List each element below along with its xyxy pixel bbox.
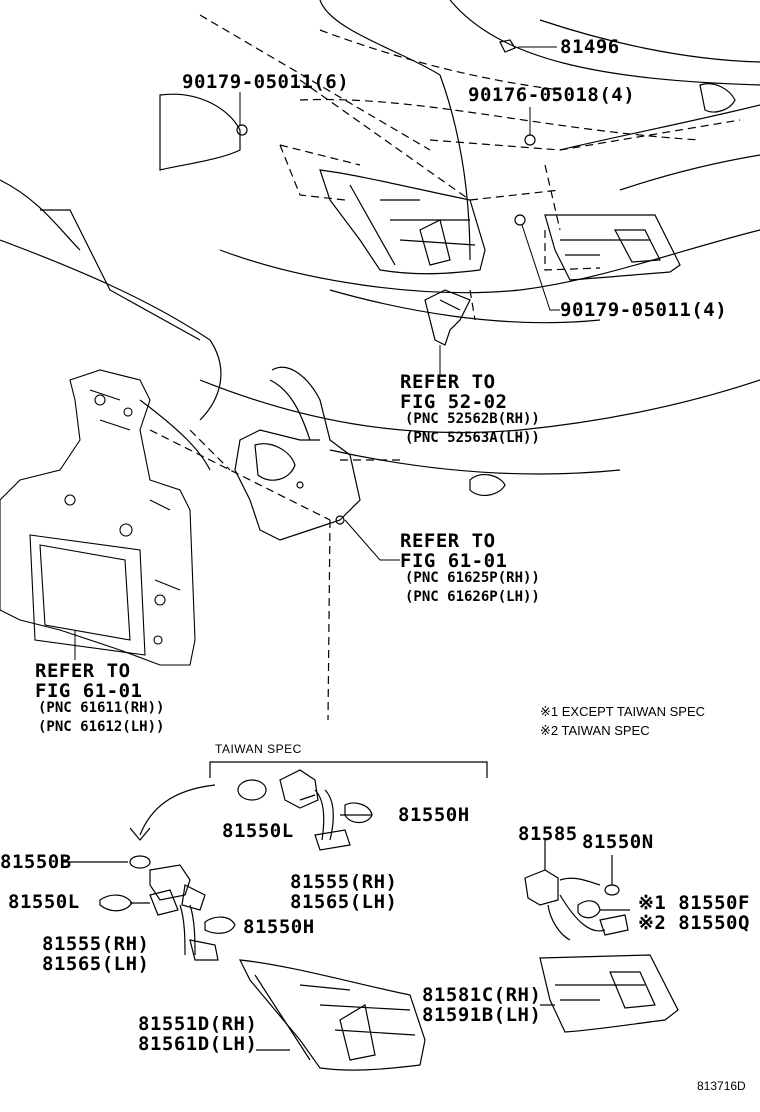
part-81565: 81565(LH) (42, 953, 150, 975)
part-81585: 81585 (518, 823, 578, 845)
refer-6101-left-line3: (PNC 61611(RH)) (38, 700, 165, 716)
car-body-outline (149, 14, 741, 721)
part-81551D: 81551D(RH) (138, 1013, 258, 1035)
refer-5202-line3: (PNC 52562B(RH)) (405, 411, 540, 427)
note-taiwan: ※2 TAIWAN SPEC (540, 723, 650, 738)
refer-6101-right-line2: FIG 61-01 (400, 550, 508, 572)
harness-right (524, 840, 630, 941)
refer-6101-left-line4: (PNC 61612(LH)) (38, 719, 165, 735)
part-81550N: 81550N (582, 831, 654, 853)
harness-left (63, 855, 236, 961)
car-body-solid (0, 0, 760, 497)
part-81555: 81555(RH) (42, 933, 150, 955)
quarter-panel (0, 369, 196, 666)
tail-lamp-mounted (319, 169, 486, 275)
inner-bracket (234, 366, 361, 541)
part-81550F: ※1 81550F (638, 892, 750, 914)
note-except-taiwan: ※1 EXCEPT TAIWAN SPEC (540, 704, 706, 719)
part-81591B: 81591B(LH) (422, 1004, 542, 1026)
refer-6101-right-line1: REFER TO (400, 530, 496, 552)
part-81550B: 81550B (0, 851, 72, 873)
part-81550L-taiwan: 81550L (222, 820, 294, 842)
leader-lines (74, 46, 560, 660)
part-90179-05011-4: 90179-05011(4) (560, 299, 728, 321)
lamp-lens-left (238, 959, 426, 1071)
refer-6101-right-line4: (PNC 61626P(LH)) (405, 589, 540, 605)
refer-5202-line4: (PNC 52563A(LH)) (405, 430, 540, 446)
part-81565-taiwan: 81565(LH) (290, 891, 398, 913)
part-81550H: 81550H (243, 916, 315, 938)
part-81550H-taiwan: 81550H (398, 804, 470, 826)
part-90179-05011-6: 90179-05011(6) (182, 71, 350, 93)
diagram-code: 813716D (697, 1079, 746, 1093)
part-81496: 81496 (560, 36, 620, 58)
refer-6101-right-line3: (PNC 61625P(RH)) (405, 570, 540, 586)
part-81561D: 81561D(LH) (138, 1033, 258, 1055)
part-81555-taiwan: 81555(RH) (290, 871, 398, 893)
part-81550L: 81550L (8, 891, 80, 913)
part-81581C: 81581C(RH) (422, 984, 542, 1006)
lamp-lens-right (539, 954, 679, 1033)
refer-6101-left-line1: REFER TO (35, 660, 131, 682)
taiwan-harness (237, 769, 373, 851)
refer-5202-line1: REFER TO (400, 371, 496, 393)
taiwan-spec-title: TAIWAN SPEC (215, 742, 302, 756)
trunk-lamp-mounted (544, 214, 681, 281)
refer-6101-left-line2: FIG 61-01 (35, 680, 143, 702)
part-81550Q: ※2 81550Q (638, 912, 750, 934)
curved-arrow (139, 784, 216, 836)
taiwan-spec-bracket (209, 761, 488, 778)
refer-5202-part (424, 289, 471, 346)
part-90176-05018-4: 90176-05018(4) (468, 84, 636, 106)
refer-5202-line2: FIG 52-02 (400, 391, 508, 413)
